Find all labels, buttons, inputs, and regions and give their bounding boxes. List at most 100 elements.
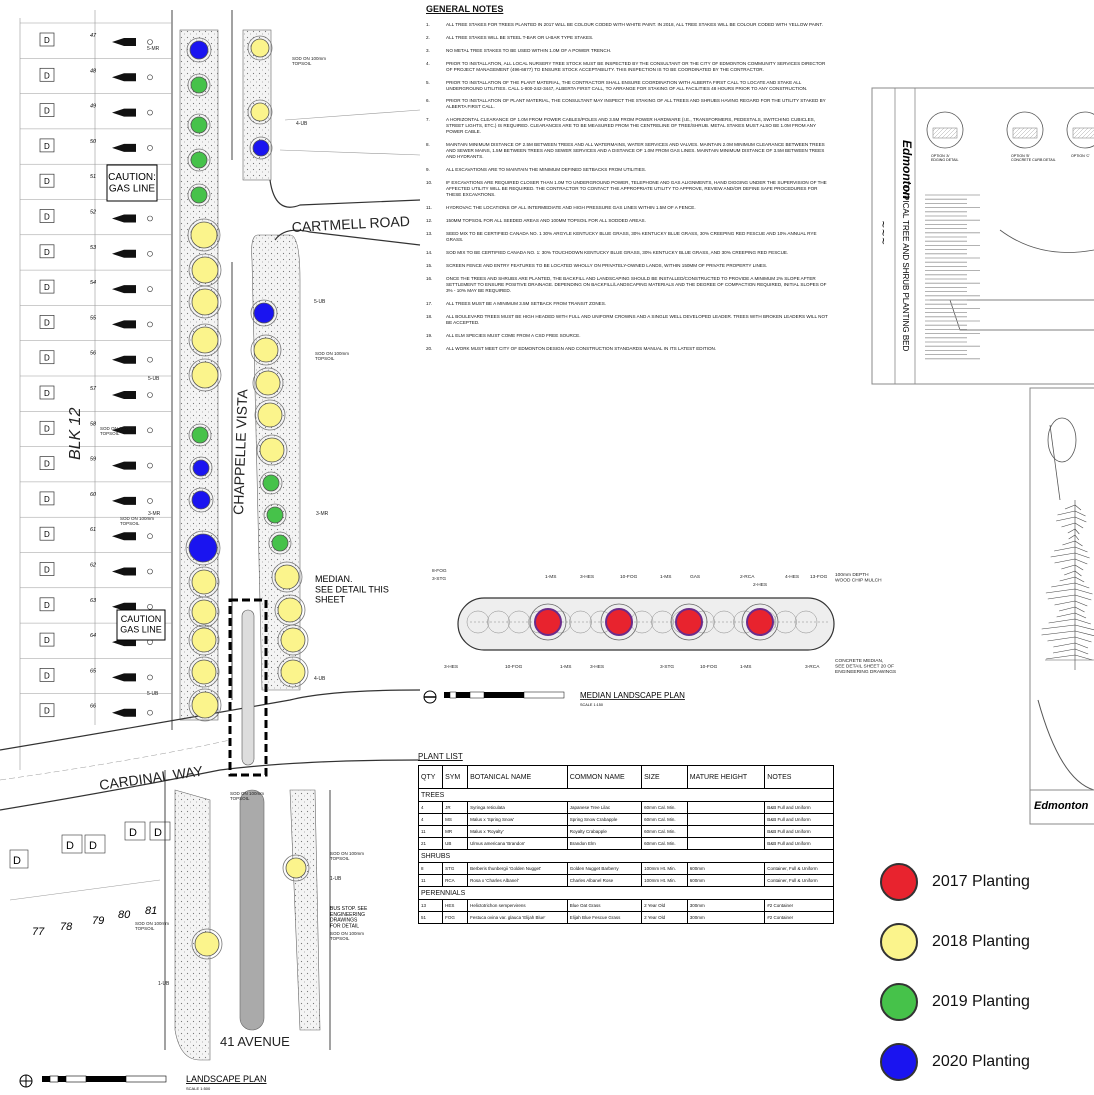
general-note-item: 2.All tree stakes will be steel T-bar or… (420, 35, 830, 41)
note-text: All tree stakes for trees planted in 201… (446, 21, 823, 27)
median-tree (746, 608, 774, 636)
driveway-marker (39, 32, 55, 47)
note-text: Prior to installation of the plant mater… (446, 79, 808, 91)
legend-label: 2019 Planting (932, 993, 1030, 1010)
table-cell: Japanese Tree Lilac (566, 801, 643, 814)
driveway-marker (39, 67, 55, 82)
note-number: 14. (426, 249, 433, 255)
median-label-bottom: 3-RCA (805, 664, 820, 670)
tree-symbol (190, 221, 218, 249)
tree-symbol (188, 533, 218, 563)
table-cell: 60mm Cal. Min. (641, 825, 688, 838)
detail-option-label: OPTION 'B'CONCRETE CURB DETAIL (1011, 154, 1056, 162)
driveway-marker-label: D (44, 177, 50, 186)
table-cell: Festuca ovina var. glauca 'Elijah Blue' (467, 911, 568, 924)
table-cell: HES (442, 899, 469, 912)
note-number: 9. (426, 167, 430, 173)
table-cell: 4 (417, 813, 444, 826)
tree-symbol (271, 534, 289, 552)
table-cell: Syringa reticulata (467, 801, 568, 814)
table-cell: Malus x 'Spring Snow' (467, 813, 568, 826)
median-label-top: 13-FOG (810, 574, 828, 580)
tree-canopy-ring (191, 928, 223, 960)
shrub-symbol (466, 610, 490, 634)
plant-list-header: BOTANICAL NAME (467, 765, 568, 789)
lot-number: 62 (90, 563, 96, 569)
planting-legend: 2017 Planting 2018 Planting 2019 Planting 2… (880, 852, 1080, 1092)
tree-canopy-ring (250, 334, 282, 366)
driveway-marker-label: D (44, 424, 50, 433)
arrow-icon (112, 38, 136, 46)
table-cell (686, 813, 766, 826)
tree-canopy-ring (188, 596, 220, 628)
note-text: All trees must be a minimum 3.5m setback… (446, 300, 607, 306)
table-cell: 13 (417, 899, 444, 912)
legend-item: 2018 Planting (880, 912, 1080, 972)
table-cell: Golden Nugget Barberry (566, 862, 643, 875)
plant-list-header: SIZE (641, 765, 688, 789)
tree-canopy-ring (247, 35, 273, 61)
tree-canopy-ring (277, 624, 309, 656)
median-label-top: 1-MS (545, 574, 556, 580)
general-note-item: 5.Prior to installation of the plant mat… (420, 80, 830, 92)
table-cell: 100mm Ht. Min. (641, 874, 688, 887)
detail-brand: Edmonton (900, 140, 914, 199)
general-note-item: 17.All trees must be a minimum 3.5m setb… (420, 301, 830, 307)
tree-symbol (190, 116, 208, 134)
lot-number: 56 (90, 351, 97, 357)
tree-symbol (190, 76, 208, 94)
driveway-marker (39, 526, 55, 541)
note-text: Screen fence and entry features to be lo… (446, 262, 768, 268)
table-cell: Helictotrichon sempervirens (467, 899, 568, 912)
tree-symbol (191, 659, 217, 685)
tree-symbol (253, 337, 279, 363)
lot-number: 53 (90, 245, 97, 251)
lot-number: 61 (90, 527, 96, 533)
lot-number: 59 (90, 457, 96, 463)
arrow-icon (112, 320, 136, 329)
driveway-marker-label: D (44, 707, 50, 716)
note-number: 19. (426, 332, 433, 338)
general-note-item: 3.No metal tree stakes to be used within… (420, 48, 830, 54)
table-cell: 100mm Ht. Min. (641, 862, 688, 875)
driveway-marker-label: D (44, 460, 50, 469)
note-number: 6. (426, 98, 430, 104)
tree-canopy-ring (249, 136, 273, 160)
detail-option-label: OPTION 'C' (1071, 154, 1090, 158)
median-detail-box (228, 598, 268, 777)
table-cell: Spring Snow Crabapple (566, 813, 643, 826)
legend-label: 2017 Planting (932, 873, 1030, 890)
median-label-bottom: 1-MS (560, 664, 571, 670)
legend-item: 2020 Planting (880, 1032, 1080, 1092)
table-cell: Ulmus americana 'Brandon' (467, 837, 568, 850)
general-note-item: 19.All elm species must come from a CSD … (420, 333, 830, 339)
general-note-item: 7.A horizontal clearance of 1.0m from po… (420, 117, 830, 135)
table-cell: RCA (442, 874, 469, 887)
note-text: All boulevard trees must be high headed … (446, 313, 828, 325)
table-cell: 300mm (686, 899, 766, 912)
table-cell: Container, Full & Uniform (764, 862, 834, 875)
general-note-item: 4.Prior to installation, all local nurse… (420, 61, 830, 73)
tag-5-ub-2: 5-UB (148, 376, 160, 382)
tree-canopy-ring (187, 148, 211, 172)
tree-canopy-ring (188, 358, 222, 392)
tree-symbol (280, 627, 306, 653)
table-cell: 11 (417, 874, 444, 887)
table-cell: 600mm (686, 862, 766, 875)
lot-number: 66 (90, 704, 97, 710)
note-text: Prior to installation, all local nursery… (446, 60, 826, 72)
plant-list-header: SYM (442, 765, 469, 789)
median-label-bottom: 3-STG (660, 664, 674, 670)
tree-canopy-ring (256, 434, 288, 466)
tree-symbol (190, 151, 208, 169)
